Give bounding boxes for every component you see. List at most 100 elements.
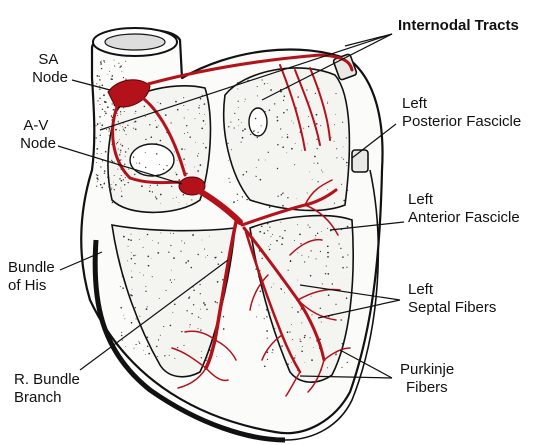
stipple-dot xyxy=(317,148,318,149)
stipple-dot xyxy=(259,305,260,306)
stipple-dot xyxy=(100,166,101,167)
stipple-dot xyxy=(125,151,126,152)
stipple-dot xyxy=(314,156,316,158)
stipple-dot xyxy=(286,109,287,110)
stipple-dot xyxy=(164,355,165,356)
stipple-dot xyxy=(264,318,265,319)
stipple-dot xyxy=(175,101,177,103)
stipple-dot xyxy=(123,77,124,78)
stipple-dot xyxy=(217,302,218,303)
stipple-dot xyxy=(241,122,242,123)
stipple-dot xyxy=(149,124,150,125)
stipple-dot xyxy=(138,341,139,342)
stipple-dot xyxy=(120,125,121,126)
stipple-dot xyxy=(296,198,297,199)
stipple-dot xyxy=(257,86,258,87)
stipple-dot xyxy=(125,79,126,80)
stipple-dot xyxy=(257,132,258,133)
stipple-dot xyxy=(160,203,161,204)
stipple-dot xyxy=(197,155,198,156)
stipple-dot xyxy=(255,176,256,177)
label-r-bundle-branch: R. Bundle Branch xyxy=(14,371,84,406)
stipple-dot xyxy=(264,365,266,367)
stipple-dot xyxy=(291,362,292,363)
stipple-dot xyxy=(322,172,323,173)
stipple-dot xyxy=(184,243,185,244)
stipple-dot xyxy=(267,230,268,231)
stipple-dot xyxy=(148,353,150,355)
stipple-dot xyxy=(267,223,269,225)
stipple-dot xyxy=(136,344,137,345)
stipple-dot xyxy=(103,94,105,96)
stipple-dot xyxy=(121,180,123,182)
stipple-dot xyxy=(97,153,98,154)
stipple-dot xyxy=(297,96,298,97)
stipple-dot xyxy=(346,297,348,299)
stipple-dot xyxy=(119,139,120,140)
stipple-dot xyxy=(346,137,347,138)
stipple-dot xyxy=(125,156,126,157)
stipple-dot xyxy=(343,147,344,148)
stipple-dot xyxy=(96,148,98,150)
stipple-dot xyxy=(170,233,171,234)
stipple-dot xyxy=(310,337,311,338)
stipple-dot xyxy=(183,105,184,106)
stipple-dot xyxy=(193,304,194,305)
stipple-dot xyxy=(131,234,132,235)
stipple-dot xyxy=(147,256,149,258)
stipple-dot xyxy=(134,263,135,264)
stipple-dot xyxy=(145,152,146,153)
stipple-dot xyxy=(124,184,125,185)
label-purkinje-fibers: Purkinje Fibers xyxy=(400,361,458,396)
stipple-dot xyxy=(263,232,265,234)
stipple-dot xyxy=(100,61,102,63)
stipple-dot xyxy=(195,142,196,143)
stipple-dot xyxy=(119,154,120,155)
stipple-dot xyxy=(116,143,117,144)
stipple-dot xyxy=(312,179,313,180)
stipple-dot xyxy=(301,322,302,323)
stipple-dot xyxy=(133,255,135,257)
stipple-dot xyxy=(245,99,246,100)
stipple-dot xyxy=(139,162,140,163)
stipple-dot xyxy=(120,114,121,115)
stipple-dot xyxy=(128,246,129,247)
stipple-dot xyxy=(342,343,344,345)
stipple-dot xyxy=(175,172,176,173)
stipple-dot xyxy=(131,271,132,272)
stipple-dot xyxy=(237,194,238,195)
stipple-dot xyxy=(281,345,282,346)
stipple-dot xyxy=(158,242,159,243)
stipple-dot xyxy=(342,267,344,269)
stipple-dot xyxy=(119,178,120,179)
stipple-dot xyxy=(139,343,140,344)
stipple-dot xyxy=(135,255,136,256)
stipple-dot xyxy=(228,160,229,161)
stipple-dot xyxy=(156,153,157,154)
stipple-dot xyxy=(120,150,121,151)
stipple-dot xyxy=(160,335,161,336)
stipple-dot xyxy=(179,202,180,203)
stipple-dot xyxy=(335,114,336,115)
stipple-dot xyxy=(264,111,265,112)
stipple-dot xyxy=(309,172,310,173)
stipple-dot xyxy=(292,339,293,340)
stipple-dot xyxy=(186,125,187,126)
stipple-dot xyxy=(189,327,190,328)
stipple-dot xyxy=(280,236,281,237)
stipple-dot xyxy=(104,102,105,103)
stipple-dot xyxy=(257,137,258,138)
stipple-dot xyxy=(124,130,125,131)
stipple-dot xyxy=(169,355,170,356)
stipple-dot xyxy=(133,157,134,158)
stipple-dot xyxy=(290,260,292,262)
stipple-dot xyxy=(128,182,129,183)
stipple-dot xyxy=(122,276,123,277)
stipple-dot xyxy=(265,160,266,161)
stipple-dot xyxy=(269,226,270,227)
stipple-dot xyxy=(122,340,123,341)
stipple-dot xyxy=(146,308,148,310)
stipple-dot xyxy=(299,234,301,236)
stipple-dot xyxy=(126,134,127,135)
